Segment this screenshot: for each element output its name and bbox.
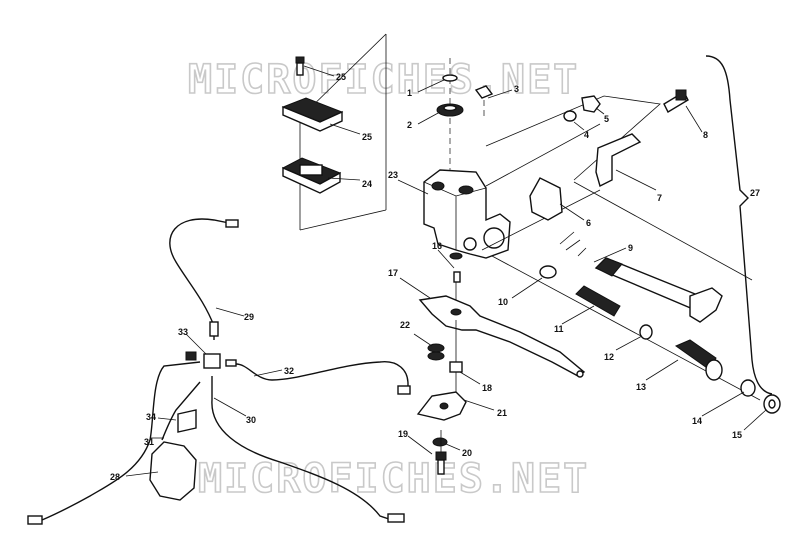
label-24: 24 [362, 179, 372, 189]
label-14: 14 [692, 416, 702, 426]
plunger-parts [491, 255, 781, 414]
label-1: 1 [407, 88, 412, 98]
label-18: 18 [482, 383, 492, 393]
label-30: 30 [246, 415, 256, 425]
brake-lever-assembly [416, 282, 586, 475]
label-31: 31 [144, 437, 154, 447]
label-23: 23 [388, 170, 398, 180]
label-3: 3 [514, 84, 519, 94]
label-7: 7 [657, 193, 662, 203]
label-19: 19 [398, 429, 408, 439]
label-4: 4 [584, 130, 589, 140]
label-25-cover: 25 [362, 132, 372, 142]
label-8: 8 [703, 130, 708, 140]
master-cylinder [423, 58, 511, 283]
label-27: 27 [750, 188, 760, 198]
label-11: 11 [554, 324, 564, 334]
label-16: 16 [432, 241, 442, 251]
watermark-bottom: MICROFICHES.NET [198, 456, 589, 502]
label-33: 33 [178, 327, 188, 337]
switch-and-bracket-parts [481, 89, 753, 323]
brake-line-assembly [27, 218, 411, 525]
label-17: 17 [388, 268, 398, 278]
label-22: 22 [400, 320, 410, 330]
leader-lines [125, 65, 767, 477]
label-5: 5 [604, 114, 609, 124]
label-20: 20 [462, 448, 472, 458]
label-28: 28 [110, 472, 120, 482]
label-13: 13 [636, 382, 646, 392]
watermark-top: MICROFICHES.NET [188, 57, 579, 103]
label-29: 29 [244, 312, 254, 322]
label-15: 15 [732, 430, 742, 440]
label-2: 2 [407, 120, 412, 130]
label-21: 21 [497, 408, 507, 418]
label-25-screw: 25 [336, 72, 346, 82]
assembly-bracket [705, 55, 773, 395]
label-6: 6 [586, 218, 591, 228]
label-9: 9 [628, 243, 633, 253]
label-12: 12 [604, 352, 614, 362]
reservoir-cap-assembly [281, 33, 387, 231]
label-10: 10 [498, 297, 508, 307]
part-number-labels: 1 2 3 4 5 6 7 8 9 10 11 12 13 14 15 16 1… [110, 72, 760, 482]
label-32: 32 [284, 366, 294, 376]
label-34: 34 [146, 412, 156, 422]
